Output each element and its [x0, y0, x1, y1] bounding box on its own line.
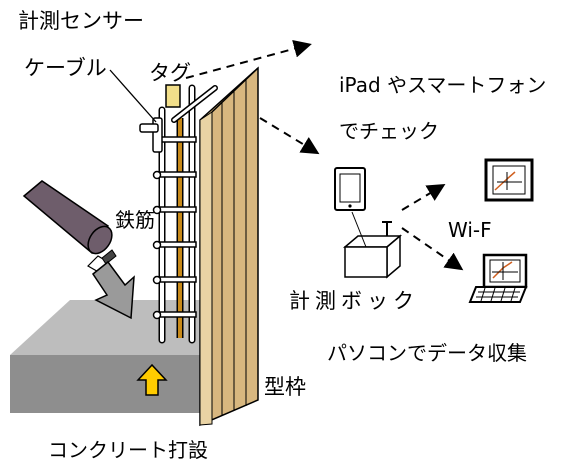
- measurement-box-icon: [342, 211, 403, 279]
- label-ipad-line1: iPad やスマートフォン: [339, 73, 547, 97]
- label-rebar: 鉄筋: [115, 208, 155, 232]
- tag-icon: [165, 84, 181, 108]
- leader-lines: [109, 69, 157, 123]
- laptop-icon: [468, 253, 528, 303]
- monitor-icon: [484, 158, 534, 202]
- concrete-hose: [22, 180, 117, 275]
- formwork: [199, 66, 259, 427]
- label-wifi: Wi-F: [448, 218, 492, 242]
- up-arrow-icon: [136, 363, 168, 396]
- label-formwork: 型枠: [264, 375, 306, 399]
- sensor-device: [139, 117, 163, 153]
- label-sensor: 計測センサー: [18, 9, 144, 33]
- label-tag: タグ: [149, 61, 191, 85]
- label-pc-collect: パソコンでデータ収集: [327, 341, 527, 365]
- label-measurement-box: 計測ボック: [289, 289, 419, 313]
- tablet-icon: [334, 167, 366, 211]
- data-flow-arrows: [185, 39, 464, 271]
- label-ipad-line2: でチェック: [339, 119, 439, 143]
- pour-arrow: [91, 260, 135, 320]
- label-concrete-pour: コンクリート打設: [48, 438, 208, 462]
- label-cable: ケーブル: [24, 56, 107, 80]
